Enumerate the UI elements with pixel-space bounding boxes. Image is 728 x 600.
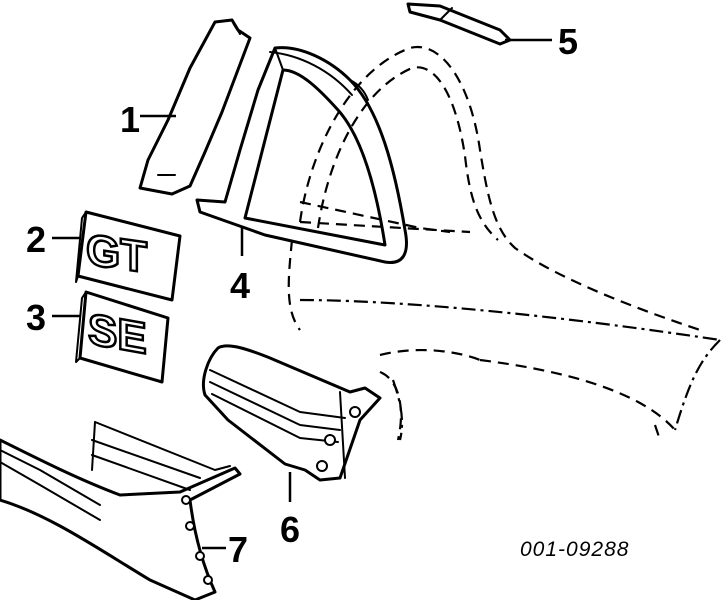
part-7-rocker-molding: [0, 421, 242, 600]
part-number: 001-09288: [520, 538, 629, 561]
callout-3: 3: [26, 297, 46, 338]
se-emblem-text: SE: [88, 305, 147, 364]
part-6-quarter-molding: [202, 344, 382, 482]
callout-2: 2: [26, 219, 46, 260]
part-4-window-molding: [195, 46, 408, 265]
callout-7: 7: [228, 529, 248, 570]
callout-5: 5: [558, 21, 578, 62]
callout-6: 6: [280, 509, 300, 550]
part-3-se-emblem: SE: [75, 290, 170, 384]
part-2-gt-emblem: GT: [75, 210, 182, 302]
callout-1: 1: [120, 99, 140, 140]
part-1-pillar-applique: [138, 18, 252, 196]
gt-emblem-text: GT: [86, 225, 147, 282]
callout-4: 4: [230, 265, 250, 306]
part-5-roof-molding: [406, 2, 512, 46]
callout-numbers: 1 2 3 4 5 6 7: [26, 21, 578, 570]
leader-lines: [52, 38, 552, 550]
body-phantom-outline: [287, 45, 721, 441]
